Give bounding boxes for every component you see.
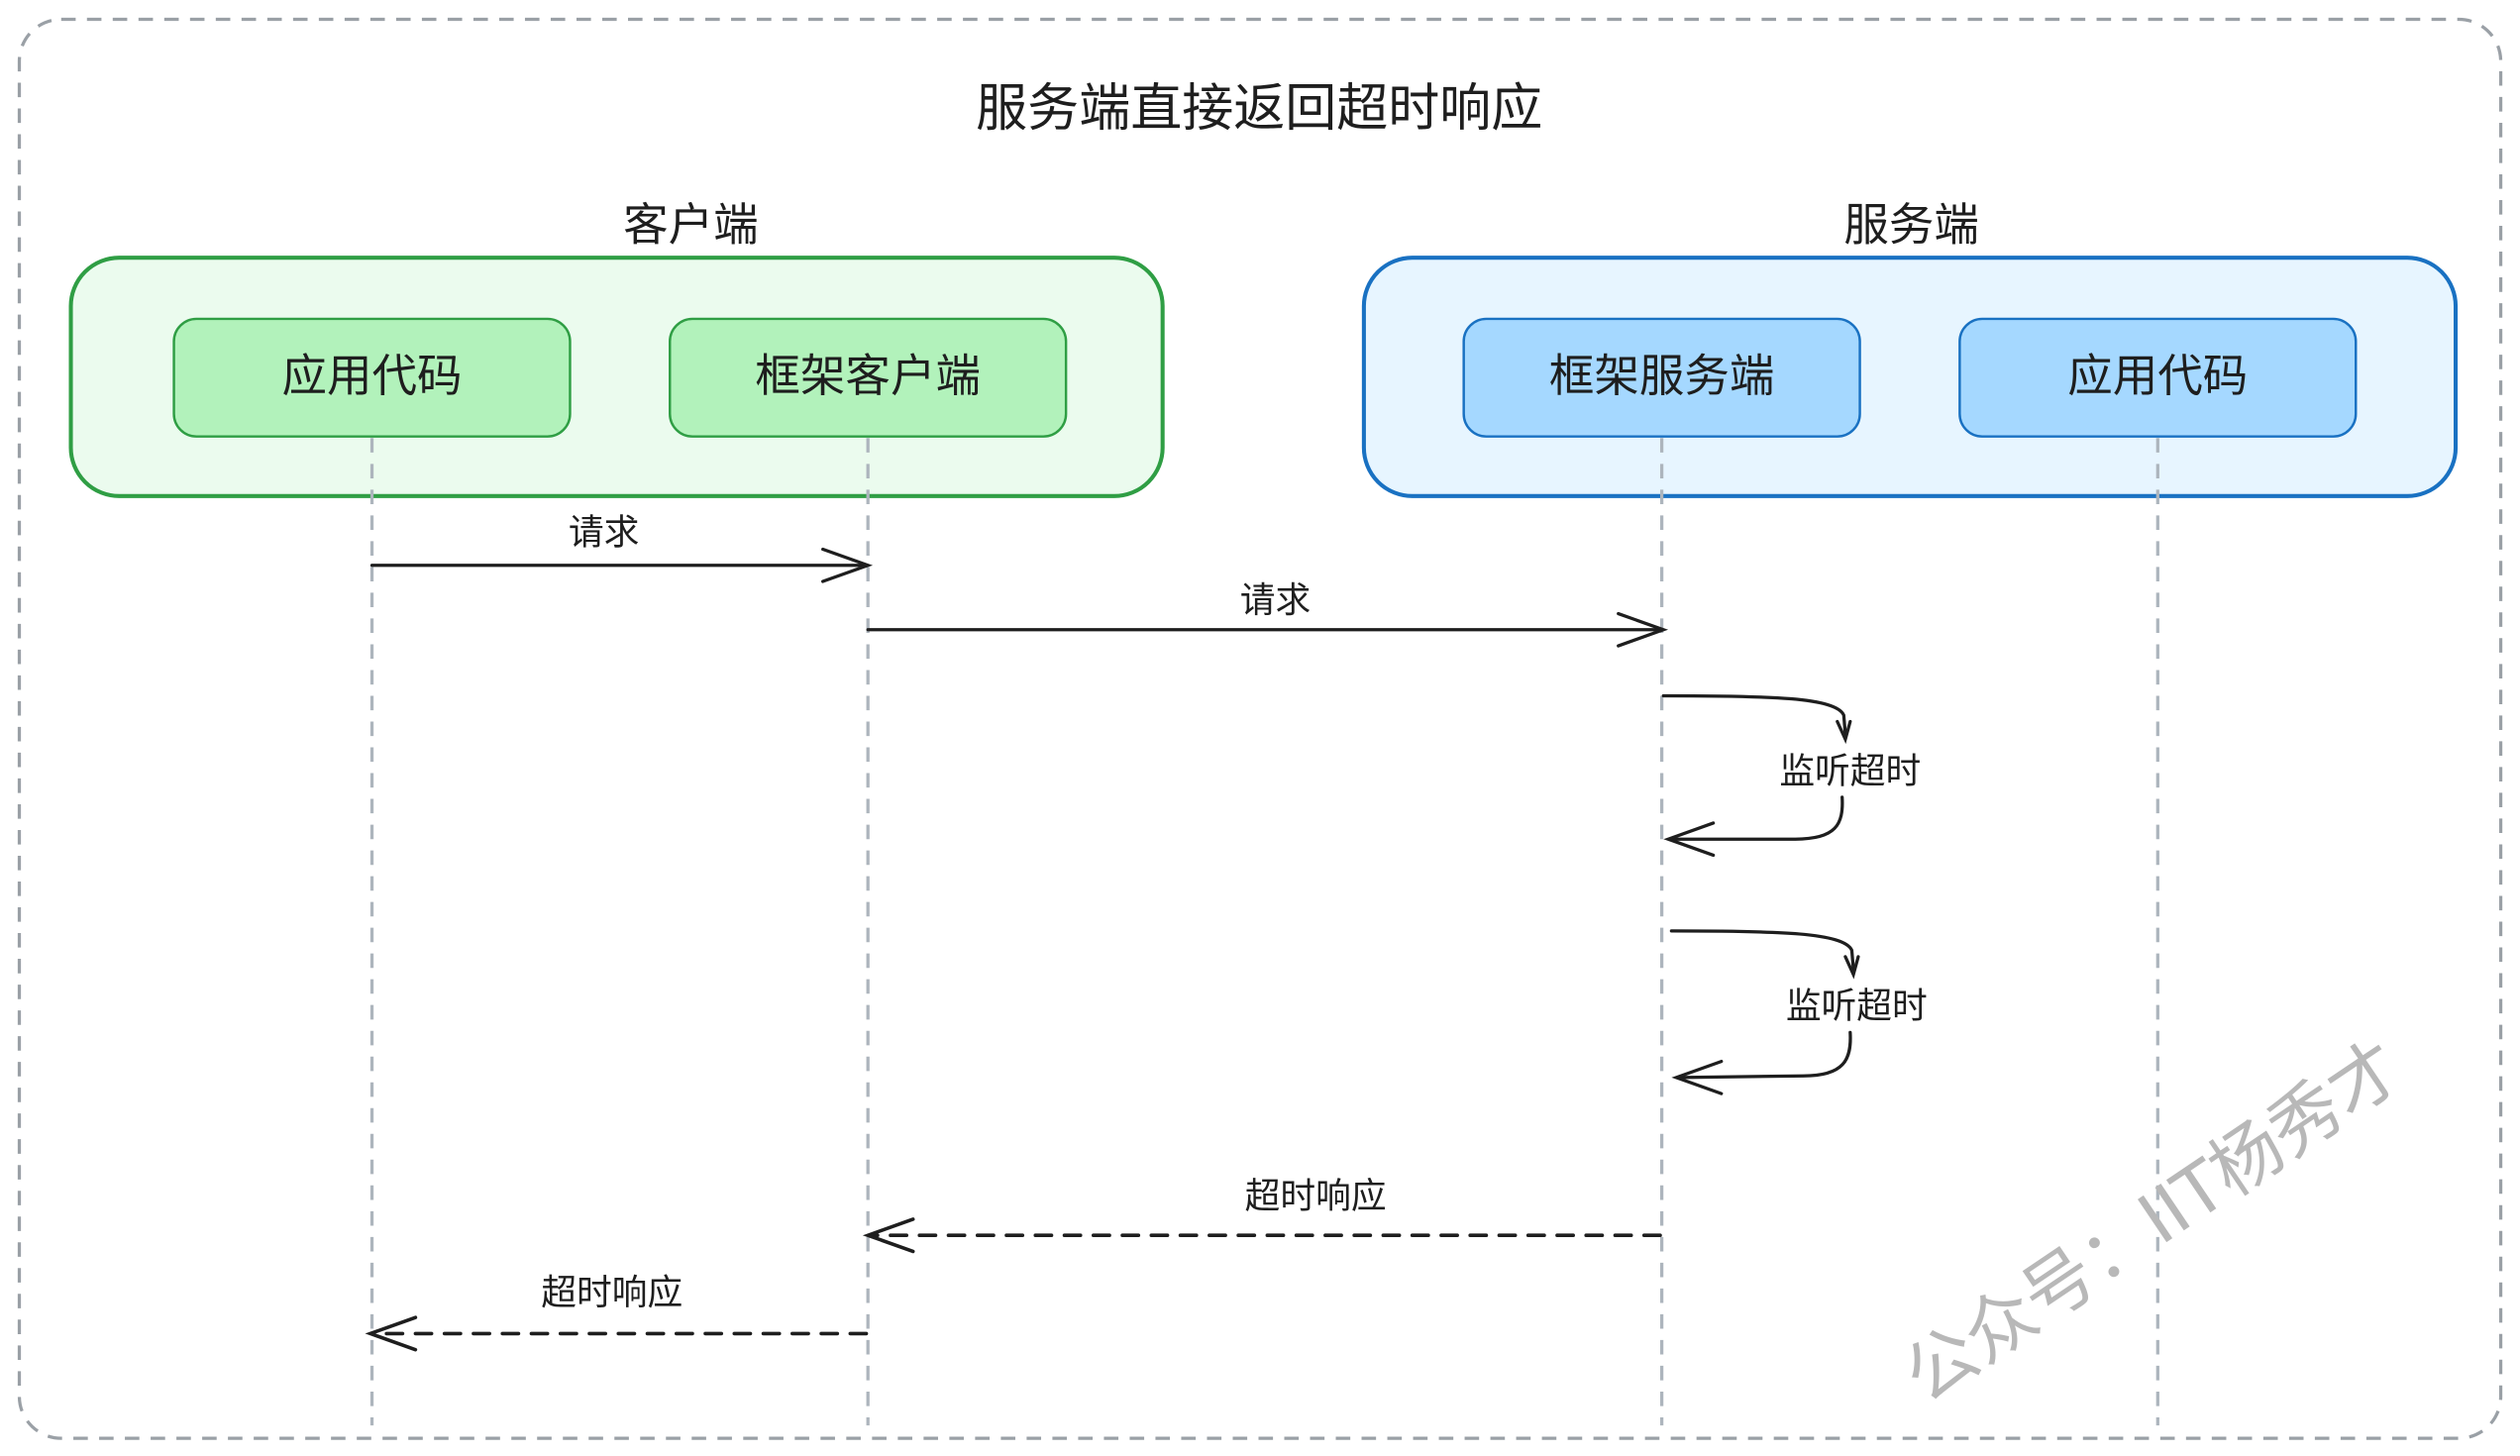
lifelines xyxy=(369,438,2159,1426)
self-loop-out xyxy=(1669,929,1855,972)
arrow-head-icon xyxy=(862,1217,915,1254)
participant-label: 应用代码 xyxy=(281,350,462,402)
message-request-2 xyxy=(866,611,1669,648)
participant-box xyxy=(669,317,1068,438)
participant-box xyxy=(1462,317,1861,438)
participant-app-server: 应用代码 xyxy=(1958,317,2358,438)
participant-framework-client: 框架客户端 xyxy=(669,317,1068,438)
arrow-head-icon xyxy=(1843,955,1860,980)
self-message-timeout-1 xyxy=(1661,693,1852,858)
arrow-head-icon xyxy=(821,547,874,583)
participant-label: 框架客户端 xyxy=(755,350,981,402)
group-label-client: 客户端 xyxy=(623,198,759,251)
message-label-request-2: 请求 xyxy=(1240,580,1311,621)
message-label-timeout-response-2: 超时响应 xyxy=(541,1273,682,1313)
group-label-server: 服务端 xyxy=(1843,198,1979,251)
self-message-timeout-2 xyxy=(1669,929,1860,1095)
self-loop-out xyxy=(1661,693,1847,737)
self-message-label-2: 监听超时 xyxy=(1786,987,1928,1027)
participant-box xyxy=(1958,317,2358,438)
self-loop-back xyxy=(1677,1030,1852,1080)
watermark: 公众号：IIT杨秀才 xyxy=(1889,1025,2417,1418)
arrow-head-icon xyxy=(1671,1059,1724,1095)
message-label-timeout-response-1: 超时响应 xyxy=(1245,1177,1387,1217)
participant-label: 框架服务端 xyxy=(1549,350,1775,402)
participant-label: 应用代码 xyxy=(2067,350,2248,402)
arrow-head-icon xyxy=(1836,719,1852,745)
message-timeout-response-1 xyxy=(862,1217,1662,1254)
self-loop-back xyxy=(1669,795,1844,841)
message-request-1 xyxy=(369,547,874,583)
arrow-head-icon xyxy=(1617,611,1669,648)
participant-app-client: 应用代码 xyxy=(172,317,572,438)
diagram-title: 服务端直接返回超时响应 xyxy=(976,79,1542,139)
message-label-request-1: 请求 xyxy=(569,513,639,554)
participant-box xyxy=(172,317,572,438)
message-timeout-response-2 xyxy=(365,1315,869,1352)
participant-framework-server: 框架服务端 xyxy=(1462,317,1861,438)
arrow-head-icon xyxy=(1663,821,1716,858)
self-message-label-1: 监听超时 xyxy=(1779,751,1921,791)
arrow-head-icon xyxy=(365,1315,418,1352)
outer-frame xyxy=(17,17,2503,1440)
